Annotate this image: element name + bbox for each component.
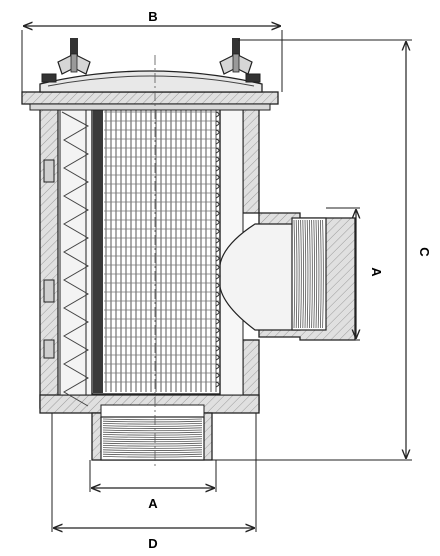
left-wall-bosses xyxy=(43,159,55,359)
side-outlet-threads xyxy=(293,219,324,329)
cover-assembly xyxy=(21,70,279,111)
dimension-c-label: C xyxy=(417,247,432,257)
dimension-a-bottom-label: A xyxy=(148,496,158,511)
bottom-outlet-threads xyxy=(102,418,203,458)
side-outlet xyxy=(218,212,356,341)
dimension-b-label: B xyxy=(148,9,157,24)
dimension-a-side: A xyxy=(326,207,384,341)
dimension-a-side-label: A xyxy=(369,267,384,277)
wing-nut-right-icon xyxy=(219,38,253,75)
dimension-a-bottom: A xyxy=(89,460,217,511)
dimension-d: D xyxy=(51,413,257,551)
basket-mesh-grid xyxy=(104,106,220,392)
dimension-d-label: D xyxy=(148,536,157,551)
wing-nut-left-icon xyxy=(57,38,91,75)
dimension-c: C xyxy=(205,39,432,461)
basket-zigzag-support xyxy=(61,111,90,407)
